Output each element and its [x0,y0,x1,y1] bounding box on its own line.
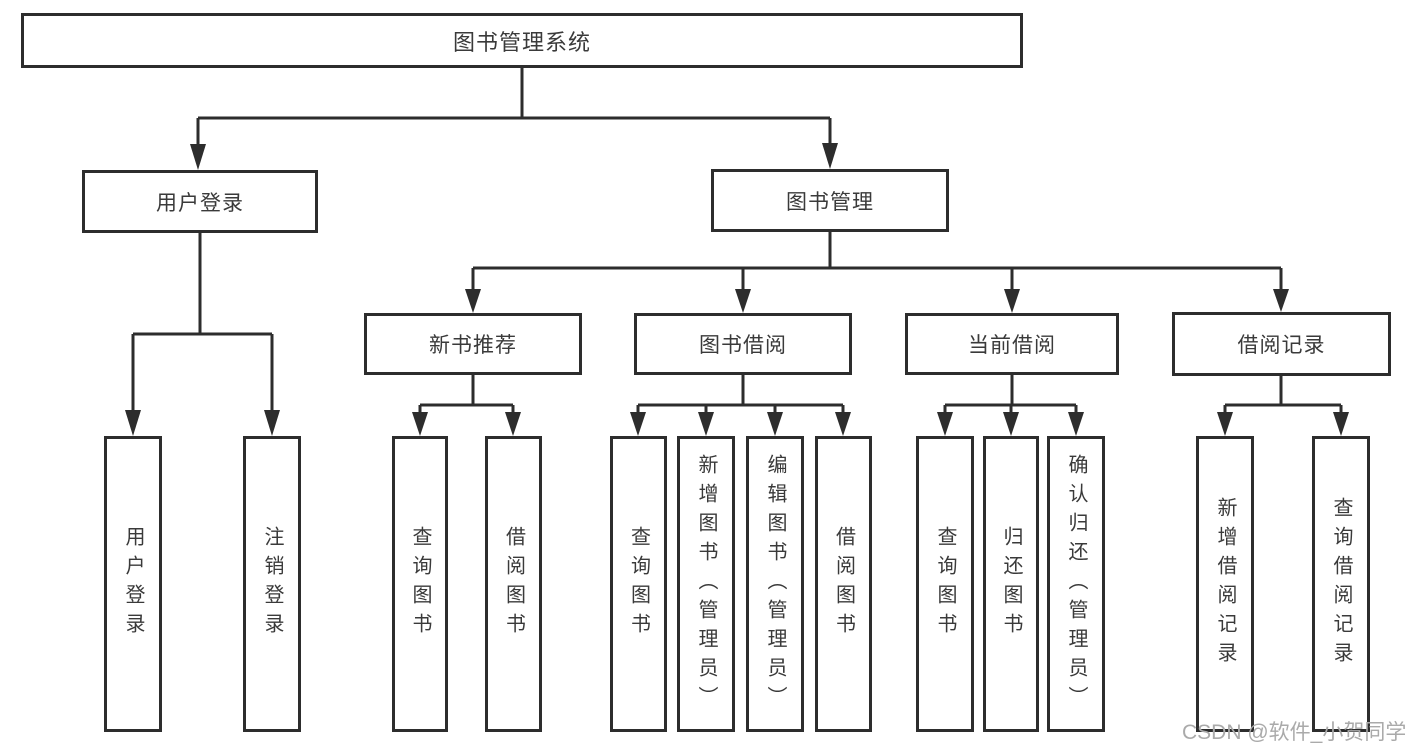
arrowhead-icon [465,289,481,313]
node-user-login-label: 用户登录 [156,191,244,215]
node-new-book-rec-label: 新书推荐 [429,334,517,357]
arrowhead-icon [264,410,280,436]
arrowhead-icon [1068,412,1084,436]
node-leaf-add-book-label: 新增图书（管理员） [695,453,717,715]
node-leaf-logout-label: 注销登录 [261,526,283,642]
node-leaf-borrow-book-1: 借阅图书 [485,436,542,732]
node-leaf-user-login: 用户登录 [104,436,162,732]
node-current-borrow-label: 当前借阅 [968,334,1056,357]
node-leaf-borrow-book-2-label: 借阅图书 [832,526,855,642]
node-leaf-add-borrow-record: 新增借阅记录 [1196,436,1254,732]
node-leaf-query-borrow-record-label: 查询借阅记录 [1330,497,1352,671]
node-leaf-edit-book-label: 编辑图书（管理员） [764,453,786,715]
arrowhead-icon [735,289,751,313]
connector-book-mgmt-to-level3 [465,232,1289,313]
node-book-borrow-label: 图书借阅 [699,334,787,357]
arrowhead-icon [937,412,953,436]
node-leaf-query-book-1-label: 查询图书 [409,526,431,642]
node-leaf-return-book-label: 归还图书 [1000,526,1022,642]
node-current-borrow: 当前借阅 [905,313,1119,375]
node-leaf-return-book: 归还图书 [983,436,1039,732]
arrowhead-icon [1004,289,1020,313]
node-leaf-query-borrow-record: 查询借阅记录 [1312,436,1370,732]
node-leaf-borrow-book-2: 借阅图书 [815,436,872,732]
node-leaf-logout: 注销登录 [243,436,301,732]
connector-borrow-record-to-leaves [1217,376,1349,436]
node-leaf-query-book-2: 查询图书 [610,436,667,732]
node-leaf-edit-book: 编辑图书（管理员） [746,436,804,732]
node-leaf-user-login-label: 用户登录 [122,526,144,642]
arrowhead-icon [1333,412,1349,436]
arrowhead-icon [822,143,838,169]
node-leaf-query-book-3: 查询图书 [916,436,974,732]
arrowhead-icon [125,410,141,436]
arrowhead-icon [412,412,428,436]
node-book-mgmt: 图书管理 [711,169,949,232]
connector-current-borrow-to-leaves [937,375,1084,436]
node-leaf-add-book: 新增图书（管理员） [677,436,735,732]
arrowhead-icon [1217,412,1233,436]
csdn-watermark: CSDN @软件_小贺同学 [1182,721,1405,744]
node-root: 图书管理系统 [21,13,1023,68]
arrowhead-icon [190,144,206,170]
arrowhead-icon [835,412,851,436]
arrowhead-icon [767,412,783,436]
arrowhead-icon [505,412,521,436]
connector-book-borrow-to-leaves [630,375,851,436]
node-leaf-query-book-3-label: 查询图书 [934,526,956,642]
arrowhead-icon [698,412,714,436]
node-leaf-add-borrow-record-label: 新增借阅记录 [1214,497,1236,671]
connector-root-to-level2 [190,68,838,170]
node-leaf-query-book-1: 查询图书 [392,436,448,732]
node-leaf-query-book-2-label: 查询图书 [627,526,650,642]
connector-new-book-rec-to-leaves [412,375,521,436]
node-user-login: 用户登录 [82,170,318,233]
node-book-borrow: 图书借阅 [634,313,852,375]
arrowhead-icon [1273,289,1289,312]
node-borrow-record-label: 借阅记录 [1237,334,1326,357]
node-book-mgmt-label: 图书管理 [786,190,874,214]
connector-user-login-to-leaves [125,233,280,436]
node-leaf-borrow-book-1-label: 借阅图书 [502,526,525,642]
arrowhead-icon [1003,412,1019,436]
node-leaf-confirm-return: 确认归还（管理员） [1047,436,1105,732]
arrowhead-icon [630,412,646,436]
node-borrow-record: 借阅记录 [1172,312,1391,376]
node-root-label: 图书管理系统 [452,29,591,55]
node-new-book-rec: 新书推荐 [364,313,582,375]
node-leaf-confirm-return-label: 确认归还（管理员） [1065,453,1087,715]
